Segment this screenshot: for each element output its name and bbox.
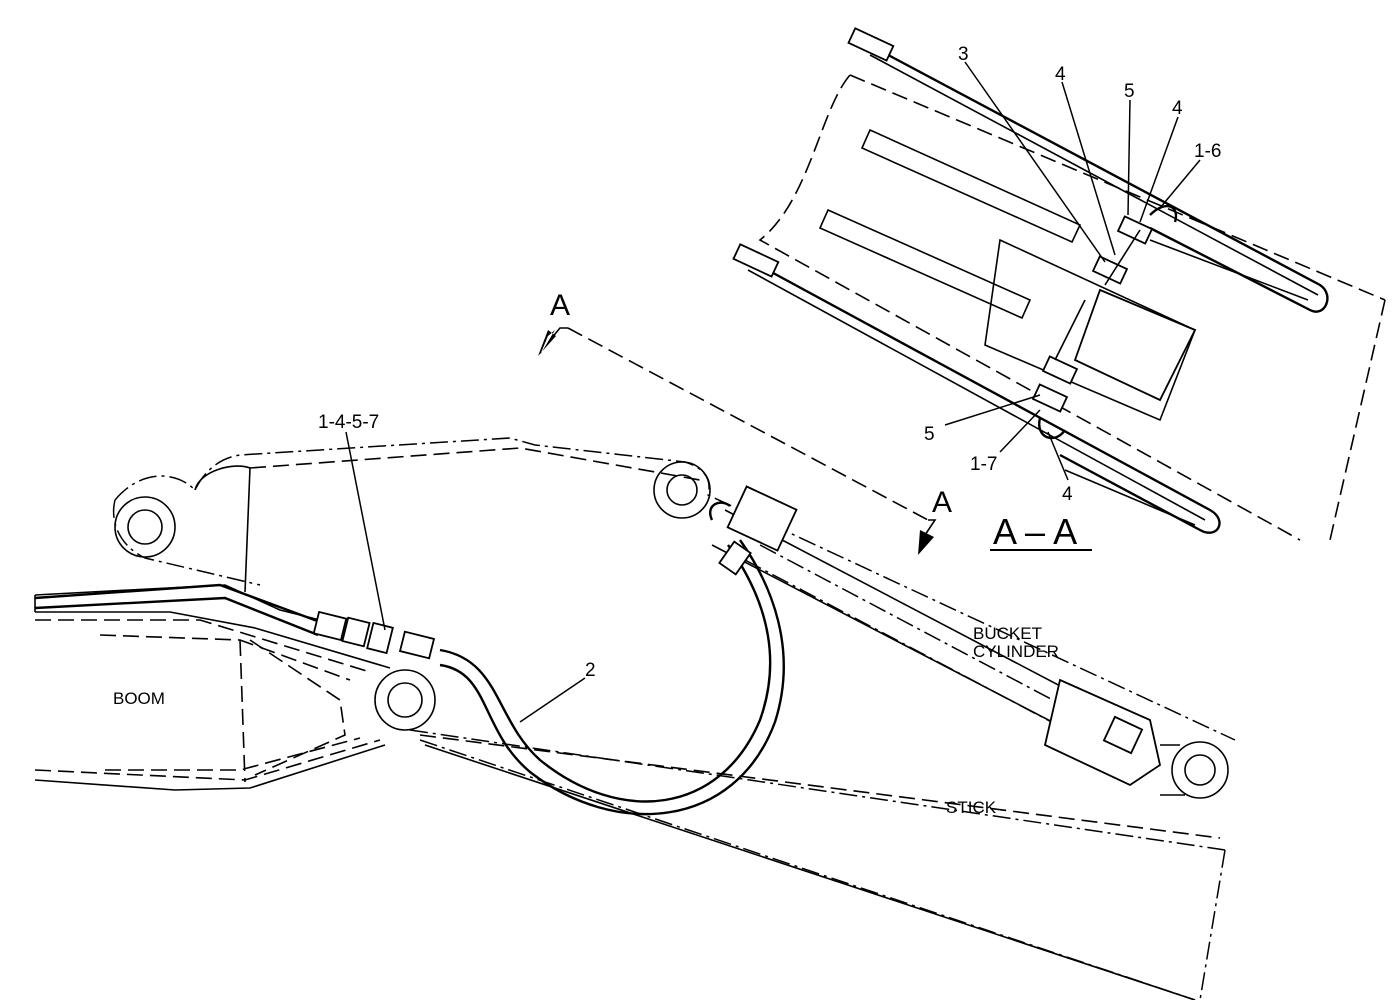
stick-top-pin-inner: [666, 474, 698, 506]
callout-detail-3: 3: [958, 44, 969, 65]
detail-slot-lower: [818, 208, 1032, 320]
section-cut-arrow-left-head: [538, 330, 556, 356]
bucket-cylinder-eye-outer: [1171, 741, 1229, 799]
boom-inner-profile: [249, 639, 346, 776]
bucket-cylinder-mount: [726, 485, 798, 552]
detail-lower-tube: [739, 253, 1221, 534]
boom-stick-pin-inner: [387, 682, 423, 718]
leader-2: [519, 677, 586, 723]
label-bucket-cylinder-1: BUCKET: [973, 624, 1042, 643]
hose-end-fitting-bottom: [398, 630, 436, 660]
leader-detail-1-6: [1159, 159, 1201, 209]
leader-detail-5a: [1127, 99, 1131, 216]
boom-tube-fitting-a: [312, 610, 348, 642]
main-view: 1-4-5-7 2 BOOM STICK BUCKET CYLINDER: [34, 412, 1236, 1000]
callout-detail-1-7: 1-7: [970, 454, 997, 475]
boom-foot-pin-inner: [127, 509, 163, 545]
section-letter-right: A: [932, 486, 952, 519]
leader-detail-4a: [1061, 81, 1116, 256]
hose-end-fitting-top: [718, 540, 752, 576]
detail-lower-fitting: [1031, 299, 1086, 440]
boom-hidden-lines: [34, 619, 381, 783]
detail-cylinder-band: [1073, 288, 1197, 402]
detail-upper-fitting: [1091, 204, 1178, 286]
stick-top-hidden: [249, 447, 1221, 839]
section-letter-left: A: [550, 289, 570, 322]
stick-outline: [112, 437, 1236, 1000]
section-title: A – A: [993, 511, 1077, 552]
callout-2: 2: [585, 660, 596, 681]
callout-detail-4a: 4: [1055, 64, 1066, 85]
boom-tube-fitting-b: [341, 616, 371, 648]
label-bucket-cylinder-2: CYLINDER: [973, 642, 1059, 661]
bucket-cylinder-head: [1043, 678, 1162, 787]
detail-lower-tube-end: [732, 243, 780, 278]
section-cut-arrow-right-shaft: [924, 519, 937, 536]
hose-assembly: [439, 501, 785, 816]
leader-detail-1-7: [999, 409, 1041, 453]
callout-detail-5b: 5: [924, 424, 935, 445]
boom-tube-and-fitting: [34, 583, 436, 660]
section-a-a-detail: 3 4 5 4 1-6 5 1-7 4 A – A: [732, 27, 1386, 552]
boom-tube-flange: [366, 621, 394, 655]
detail-upper-tube-inner: [869, 54, 1319, 301]
callout-detail-1-6: 1-6: [1194, 141, 1221, 162]
detail-slot-upper: [860, 128, 1082, 244]
leader-detail-5b: [944, 394, 1041, 426]
boom-foot-pin-outer: [114, 496, 176, 558]
leader-1-4-5-7: [345, 431, 386, 631]
section-cut-arrow-right-head: [918, 530, 934, 555]
boom-tube: [34, 583, 321, 637]
callout-detail-4b: 4: [1172, 98, 1183, 119]
boom-stick-pin-outer: [374, 669, 436, 731]
detail-upper-tube-end: [847, 27, 895, 62]
bucket-cylinder-eye-inner: [1184, 754, 1216, 786]
detail-lower-tube-inner: [747, 269, 1206, 526]
callout-1-4-5-7: 1-4-5-7: [318, 412, 379, 433]
hose-outer-edge: [439, 544, 772, 803]
detail-upper-tube: [859, 38, 1329, 313]
leader-detail-3: [964, 61, 1106, 263]
stick-top-pin-outer: [653, 461, 711, 519]
callout-detail-5a: 5: [1124, 81, 1135, 102]
detail-stick-outline: [758, 74, 1386, 541]
bucket-cylinder-hidden: [744, 544, 1101, 746]
bucket-cylinder-port-flange: [1102, 715, 1144, 755]
hose-inner-edge: [439, 539, 785, 816]
leader-detail-4b: [1139, 116, 1179, 223]
callout-detail-4c: 4: [1062, 484, 1073, 505]
leader-detail-4c: [1047, 431, 1069, 481]
label-boom: BOOM: [113, 689, 165, 708]
detail-cylinder-body: [984, 238, 1197, 422]
hose-elbow-top: [709, 501, 731, 521]
bucket-cylinder: [711, 485, 1229, 799]
label-stick: STICK: [946, 798, 997, 817]
section-cut-line: A A: [538, 289, 952, 555]
bucket-cylinder-eye-neck: [1160, 744, 1185, 796]
boom-outline: [34, 584, 391, 791]
